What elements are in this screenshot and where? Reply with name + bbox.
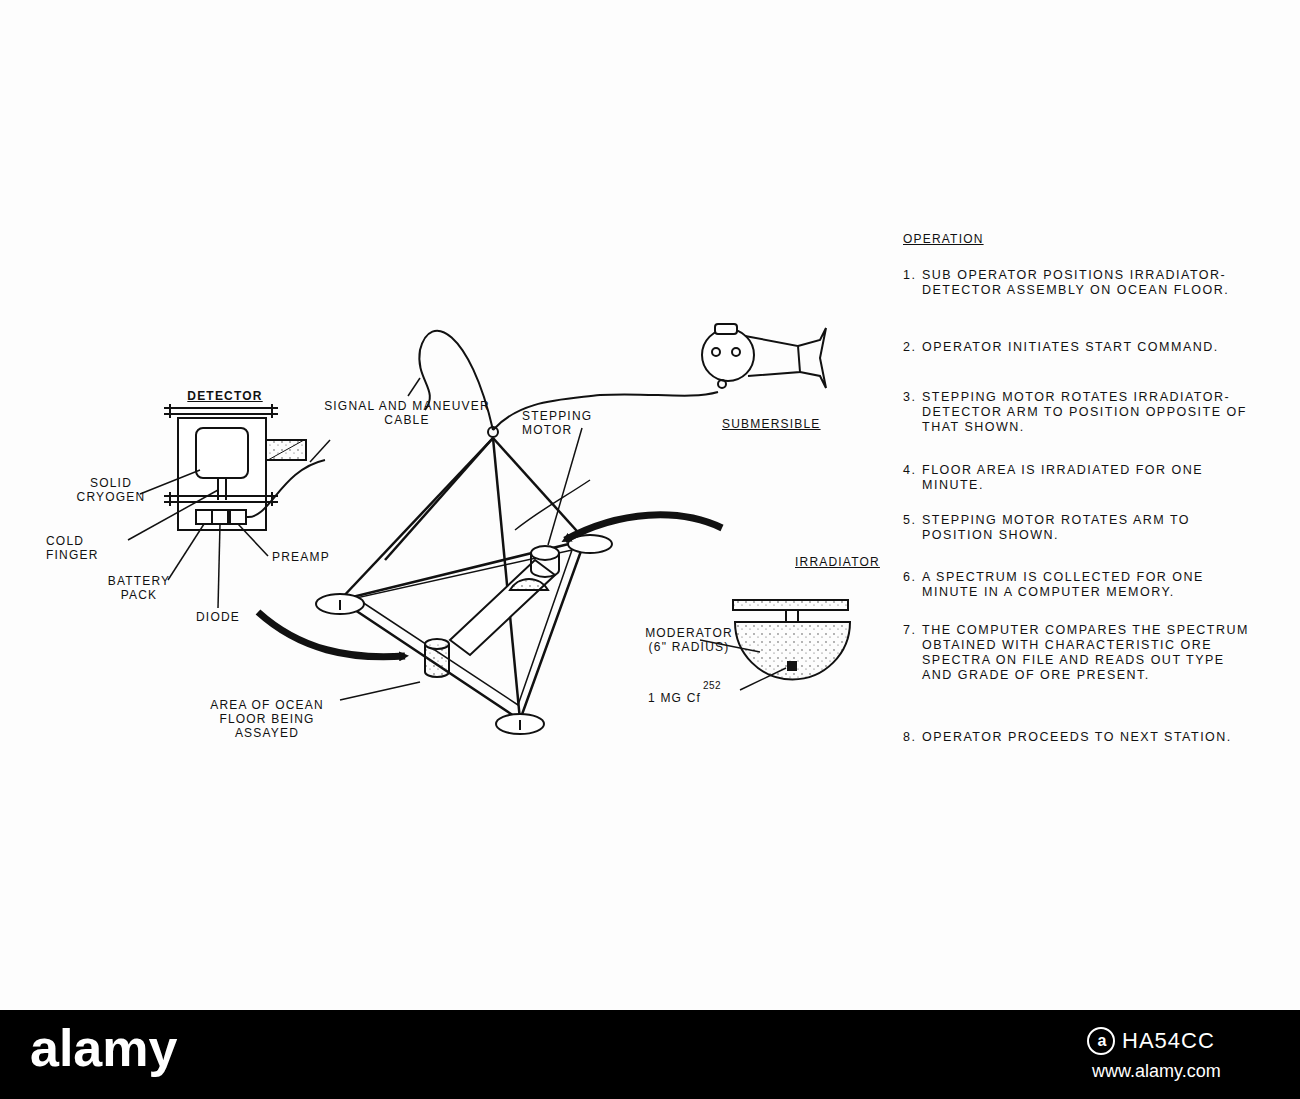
part-label: 1 MG Cf xyxy=(648,691,708,705)
step-number: 6. xyxy=(903,570,923,585)
step-number: 4. xyxy=(903,463,923,478)
step-text: SUB OPERATOR POSITIONS IRRADIATOR-DETECT… xyxy=(922,268,1252,298)
section-heading: DETECTOR xyxy=(180,389,270,403)
section-heading: IRRADIATOR xyxy=(795,555,890,569)
part-label: AREA OF OCEAN FLOOR BEING ASSAYED xyxy=(188,698,346,740)
part-label: COLD FINGER xyxy=(46,534,131,562)
part-label: BATTERY PACK xyxy=(104,574,174,602)
watermark: a xyxy=(1092,1031,1112,1051)
part-label: SIGNAL AND MANEUVER CABLE xyxy=(322,399,492,427)
part-label: MODERATOR (6" RADIUS) xyxy=(634,626,744,654)
step-text: A SPECTRUM IS COLLECTED FOR ONE MINUTE I… xyxy=(922,570,1252,600)
step-text: THE COMPUTER COMPARES THE SPECTRUM OBTAI… xyxy=(922,623,1252,683)
part-label: DIODE xyxy=(196,610,246,624)
step-number: 5. xyxy=(903,513,923,528)
step-text: STEPPING MOTOR ROTATES ARM TO POSITION S… xyxy=(922,513,1252,543)
step-text: STEPPING MOTOR ROTATES IRRADIATOR-DETECT… xyxy=(922,390,1252,435)
part-label: SOLID CRYOGEN xyxy=(76,476,146,504)
watermark: alamy xyxy=(30,1018,250,1078)
step-number: 8. xyxy=(903,730,923,745)
step-text: FLOOR AREA IS IRRADIATED FOR ONE MINUTE. xyxy=(922,463,1252,493)
superscript: 252 xyxy=(703,679,733,693)
step-number: 2. xyxy=(903,340,923,355)
section-heading: OPERATION xyxy=(903,232,1023,246)
part-label: STEPPING MOTOR xyxy=(522,409,642,437)
step-text: OPERATOR PROCEEDS TO NEXT STATION. xyxy=(922,730,1252,745)
section-heading: SUBMERSIBLE xyxy=(722,417,822,431)
step-text: OPERATOR INITIATES START COMMAND. xyxy=(922,340,1252,355)
step-number: 3. xyxy=(903,390,923,405)
step-number: 1. xyxy=(903,268,923,283)
image-id: HA54CC xyxy=(1122,1028,1272,1054)
part-label: PREAMP xyxy=(272,550,332,564)
watermark: www.alamy.com xyxy=(1092,1060,1272,1082)
step-number: 7. xyxy=(903,623,923,638)
